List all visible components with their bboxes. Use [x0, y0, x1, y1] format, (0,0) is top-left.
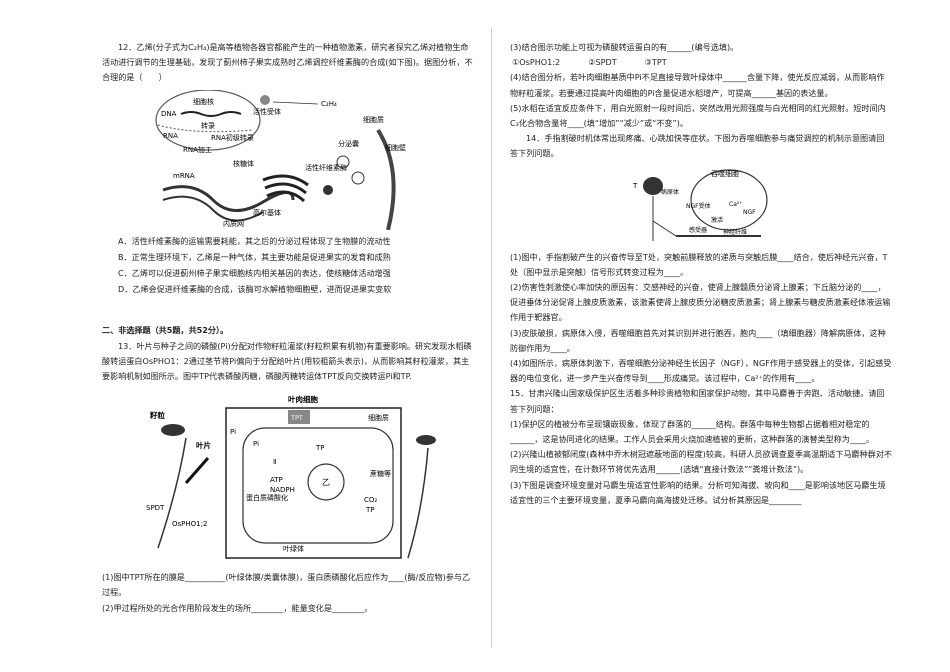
choice-1[interactable]: ①OsPHO1:2 — [512, 57, 561, 68]
q12-option-b[interactable]: B．正常生理环境下，乙烯是一种气体，其主要功能是促进果实的发育和成熟 — [118, 251, 391, 262]
column-divider — [491, 28, 492, 648]
q12-option-c[interactable]: C．乙烯可以促进蓟州柿子果实细胞核内相关基因的表达，使核糖体活动增强 — [118, 268, 391, 279]
label-ribosome: 核糖体 — [233, 159, 254, 168]
q12-figure: 细胞核 DNA 转录 RNA RNA初级转录 RNA加工 活性受体 C₂H₄ 细… — [155, 89, 406, 230]
label-chloroplast: 叶绿体 — [283, 544, 304, 553]
label-nadph: NADPH — [270, 486, 295, 494]
q14-figure: T 吞噬细胞 病原体 NGF受体 NGF Ca²⁺ 激活 感受器 神经纤维 — [632, 169, 768, 241]
q15-sub3: (3)下图是调查环境变量对马麝生境适宜性影响的结果。分析可知海拔、坡向和____… — [510, 479, 886, 505]
q14-sub1: (1)图中，手指割破产生的兴奋传导至T处，突触前膜释放的递质与突触后膜____结… — [510, 251, 888, 277]
q13-stem: 13．叶片与种子之间的磷酸(Pi)分配对作物籽粒灌浆(籽粒积累有机物)有重要影响… — [102, 340, 472, 382]
label-pi-left: Pi — [230, 428, 236, 436]
label-pathogen: 病原体 — [661, 188, 679, 196]
q14-stem: 14．手指割破时机体常出现疼痛、心跳加快等症状。下图为吞噬细胞参与痛觉调控的机制… — [510, 133, 885, 159]
q14-sub4: (4)如图所示，病原体刺激下，吞噬细胞分泌神经生长因子（NGF），NGF作用于感… — [510, 358, 892, 384]
left-column: 12．乙烯(分子式为C₂H₄)是高等植物各器官都能产生的一种植物激素，研究者探究… — [102, 40, 474, 616]
label-tp-right: TP — [365, 506, 375, 514]
label-ca: Ca²⁺ — [729, 201, 742, 208]
q13-sub2: (2)甲过程所处的光合作用阶段发生的场所________，能量变化是______… — [102, 602, 373, 613]
label-cell-wall: 细胞壁 — [385, 143, 406, 152]
q13-sub3: (3)结合图示功能上可视为磷酸转运蛋白的有______(编号选填)。 — [510, 42, 739, 52]
q13-sub1: (1)图中TPT所在的膜是__________(叶绿体膜/类囊体膜)，蛋白质磷酸… — [102, 572, 471, 598]
label-cytoplasm: 细胞质 — [363, 115, 384, 124]
q12-stem: 12．乙烯(分子式为C₂H₄)是高等植物各器官都能产生的一种植物激素，研究者探究… — [102, 42, 473, 83]
label-mrna: mRNA — [173, 172, 195, 180]
label-ii: Ⅱ — [273, 458, 276, 466]
label-active-cellulase: 活性纤维素酶 — [305, 163, 347, 172]
label-pi-inner: Pi — [253, 440, 259, 448]
label-nucleus: 细胞核 — [193, 97, 214, 106]
label-t: T — [632, 182, 638, 190]
q13-choices: ①OsPHO1:2 ②SPDT ③TPT — [512, 55, 892, 70]
q12-options: A．活性纤维素酶的运输需要耗能，其之后的分泌过程体现了生物膜的流动性 B．正常生… — [102, 234, 474, 298]
label-ngf: NGF — [743, 209, 756, 216]
label-tp: TP — [315, 444, 325, 452]
label-spdt: SPDT — [146, 504, 165, 512]
label-c2h4: C₂H₄ — [321, 100, 337, 108]
label-protein-phos: 蛋白质磷酸化 — [246, 493, 288, 502]
label-receptor: 感受器 — [689, 226, 707, 234]
label-leaf: 叶片 — [196, 440, 211, 450]
label-seed: 籽粒 — [150, 410, 165, 420]
section-2-heading: 二、非选择题（共5题，共52分）。 — [102, 325, 229, 336]
label-activate: 激活 — [711, 216, 723, 224]
label-rna-initial: RNA初级转录 — [211, 133, 254, 142]
label-nerve-fiber: 神经纤维 — [723, 228, 747, 236]
q15-sub1: (1)保护区的植被分布呈现镶嵌现象，体现了群落的______结构。群落中每种生物… — [510, 418, 875, 445]
label-yi: 乙 — [322, 478, 330, 487]
q13-figure: 叶肉细胞 TPT 细胞质 叶绿体 Pi Pi TP Ⅱ ATP NADPH 蛋白… — [146, 394, 436, 559]
label-ospho: OsPHO1;2 — [172, 520, 207, 528]
label-vesicle: 分泌囊 — [338, 139, 359, 148]
label-cytoplasm-13: 细胞质 — [368, 413, 389, 422]
right-column: (3)结合图示功能上可视为磷酸转运蛋白的有______(编号选填)。 ①OsPH… — [510, 40, 892, 508]
label-ngf-receptor: NGF受体 — [686, 202, 711, 210]
label-mesophyll: 叶肉细胞 — [288, 394, 318, 404]
label-tpt-top: TPT — [290, 414, 303, 422]
label-rna-process: RNA加工 — [183, 145, 212, 154]
label-active-receptor: 活性受体 — [253, 107, 281, 116]
q15-sub2: (2)兴隆山植被郁闭度(森林中乔木树冠遮蔽地面的程度)较高，科研人员欲调查夏季高… — [510, 449, 893, 475]
q12-option-a[interactable]: A．活性纤维素酶的运输需要耗能，其之后的分泌过程体现了生物膜的流动性 — [118, 235, 391, 246]
label-dna: DNA — [161, 110, 177, 118]
label-rna: RNA — [163, 132, 178, 140]
label-er: 内质网 — [223, 219, 244, 228]
q13-sub5: (5)水稻在适宜反应条件下，用白光照射一段时间后，突然改用光照强度与白光相同的红… — [510, 102, 886, 129]
label-macrophage: 吞噬细胞 — [711, 169, 739, 178]
label-golgi: 高尔基体 — [253, 208, 281, 217]
label-sucrose: 蔗糖等 — [370, 469, 391, 478]
label-atp: ATP — [270, 476, 283, 484]
choice-2[interactable]: ②SPDT — [588, 57, 617, 68]
q14-sub2: (2)伤害性刺激使心率加快的原因有：交感神经的兴奋，使肾上腺髓质分泌肾上腺素；下… — [510, 282, 891, 323]
q12-option-d[interactable]: D．乙烯会促进纤维素酶的合成，该酶可水解植物细胞壁，进而促进果实变软 — [118, 284, 392, 295]
q15-stem: 15．甘肃兴隆山国家级保护区生活着多种珍贵植物和国家保护动物，其中马麝善于奔跑、… — [510, 388, 885, 414]
choice-3[interactable]: ③TPT — [644, 57, 667, 68]
q14-sub3: (3)皮肤破损，病原体入侵，吞噬细胞首先对其识别并进行胞吞，胞内____（填细胞… — [510, 327, 886, 353]
label-transcription: 转录 — [201, 121, 215, 130]
q13-sub4: (4)结合图分析，若叶肉细胞基质中Pi不足直接导致叶绿体中______含量下降，… — [510, 72, 885, 98]
label-co2: CO₂ — [364, 496, 377, 504]
